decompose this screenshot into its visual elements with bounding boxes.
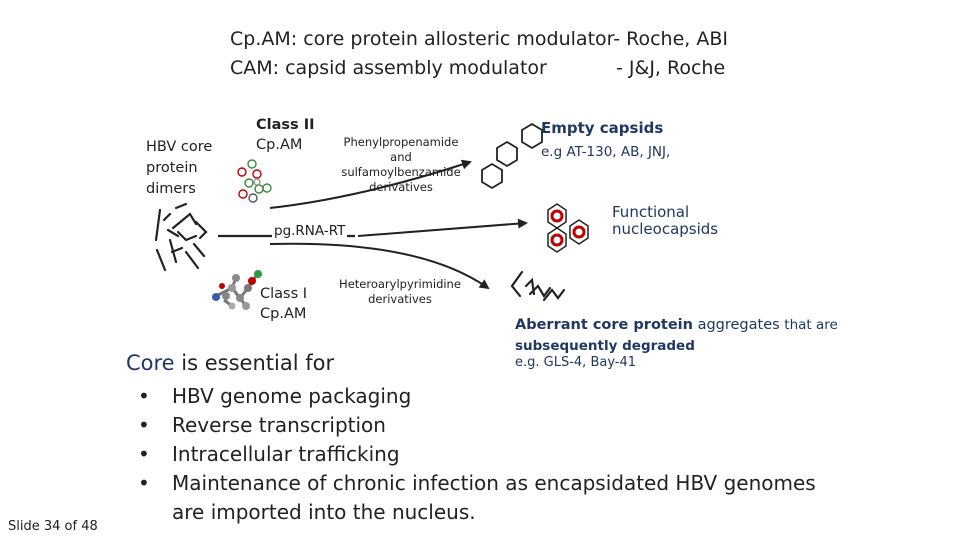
- aberrant-aggregates: aggregates: [697, 317, 780, 333]
- bullet-text: Intracellular trafficking: [172, 442, 400, 466]
- title-line-2-left: CAM: capsid assembly modulator: [230, 57, 547, 79]
- list-item: • Reverse transcription: [126, 411, 816, 440]
- class-i-subtitle: Cp.AM: [260, 306, 307, 322]
- aberrant-that-are: that are: [784, 317, 838, 333]
- aberrant-line-1: Aberrant core protein aggregates that ar…: [515, 317, 838, 333]
- aberrant-line-2: subsequently degraded: [515, 338, 695, 354]
- hbv-core-label: HBV core protein dimers: [146, 137, 212, 200]
- aberrant-core-protein: Aberrant core protein: [515, 317, 693, 333]
- bullet-icon: •: [138, 384, 150, 408]
- bullet-icon: •: [138, 413, 150, 437]
- list-item-continuation: are imported into the nucleus.: [126, 498, 816, 527]
- pgrna-label: pg.RNA-RT: [272, 223, 348, 239]
- arrow-icon: [269, 242, 490, 290]
- title-line-2-right: - J&J, Roche: [616, 57, 726, 79]
- slide-number: Slide 34 of 48: [8, 519, 98, 534]
- list-item: • Maintenance of chronic infection as en…: [126, 469, 816, 498]
- phenyl-label-line: derivatives: [369, 180, 433, 194]
- class-i-label: Class I Cp.AM: [260, 284, 307, 324]
- core-heading-rest: is essential for: [174, 351, 335, 375]
- hbv-core-label-line: HBV core: [146, 139, 213, 155]
- phenyl-label-line: and: [390, 150, 412, 164]
- bullet-icon: •: [138, 442, 150, 466]
- molecule-icon: [212, 270, 262, 310]
- hexagon-icon: [481, 122, 543, 190]
- dimer-squiggle-icon: [154, 202, 208, 272]
- core-heading: Core is essential for: [126, 351, 334, 375]
- phenyl-label-line: Phenylpropenamide: [343, 135, 459, 149]
- hbv-core-label-line: protein: [146, 160, 198, 176]
- class-ii-subtitle: Cp.AM: [256, 137, 303, 153]
- phenyl-label: Phenylpropenamide and sulfamoylbenzamide…: [340, 135, 462, 195]
- aggregate-zigzag-icon: [510, 270, 566, 302]
- bullet-text: are imported into the nucleus.: [172, 500, 476, 524]
- red-hexagon-icon: [547, 203, 589, 253]
- bullet-text: Reverse transcription: [172, 413, 386, 437]
- functional-nucleocapsids-label: Functional nucleocapsids: [612, 204, 718, 238]
- class-i-title: Class I: [260, 286, 308, 302]
- core-heading-word: Core: [126, 351, 175, 375]
- empty-capsids-title: Empty capsids: [541, 119, 664, 137]
- phenyl-label-line: sulfamoylbenzamide: [341, 165, 461, 179]
- bullet-text: HBV genome packaging: [172, 384, 412, 408]
- hetero-label-line: derivatives: [368, 292, 432, 306]
- aberrant-line-3: e.g. GLS-4, Bay-41: [515, 355, 637, 370]
- title-line-1: Cp.AM: core protein allosteric modulator…: [230, 28, 728, 50]
- hbv-core-label-line: dimers: [146, 181, 196, 197]
- list-item: • HBV genome packaging: [126, 382, 816, 411]
- class-ii-label: Class II Cp.AM: [256, 115, 315, 155]
- hetero-label: Heteroarylpyrimidine derivatives: [336, 277, 464, 307]
- bullet-icon: •: [138, 471, 150, 495]
- functional-label-line: Functional: [612, 203, 690, 221]
- class-ii-title: Class II: [256, 117, 315, 133]
- molecule-icon: [237, 159, 272, 203]
- bullet-text: Maintenance of chronic infection as enca…: [172, 471, 816, 495]
- arrow-icon: [357, 218, 528, 237]
- bullet-list: • HBV genome packaging • Reverse transcr…: [126, 382, 816, 527]
- arrow-icon: [269, 159, 472, 209]
- functional-label-line: nucleocapsids: [612, 220, 719, 238]
- empty-capsids-example: e.g AT-130, AB, JNJ,: [541, 144, 671, 160]
- list-item: • Intracellular trafficking: [126, 440, 816, 469]
- hetero-label-line: Heteroarylpyrimidine: [339, 277, 461, 291]
